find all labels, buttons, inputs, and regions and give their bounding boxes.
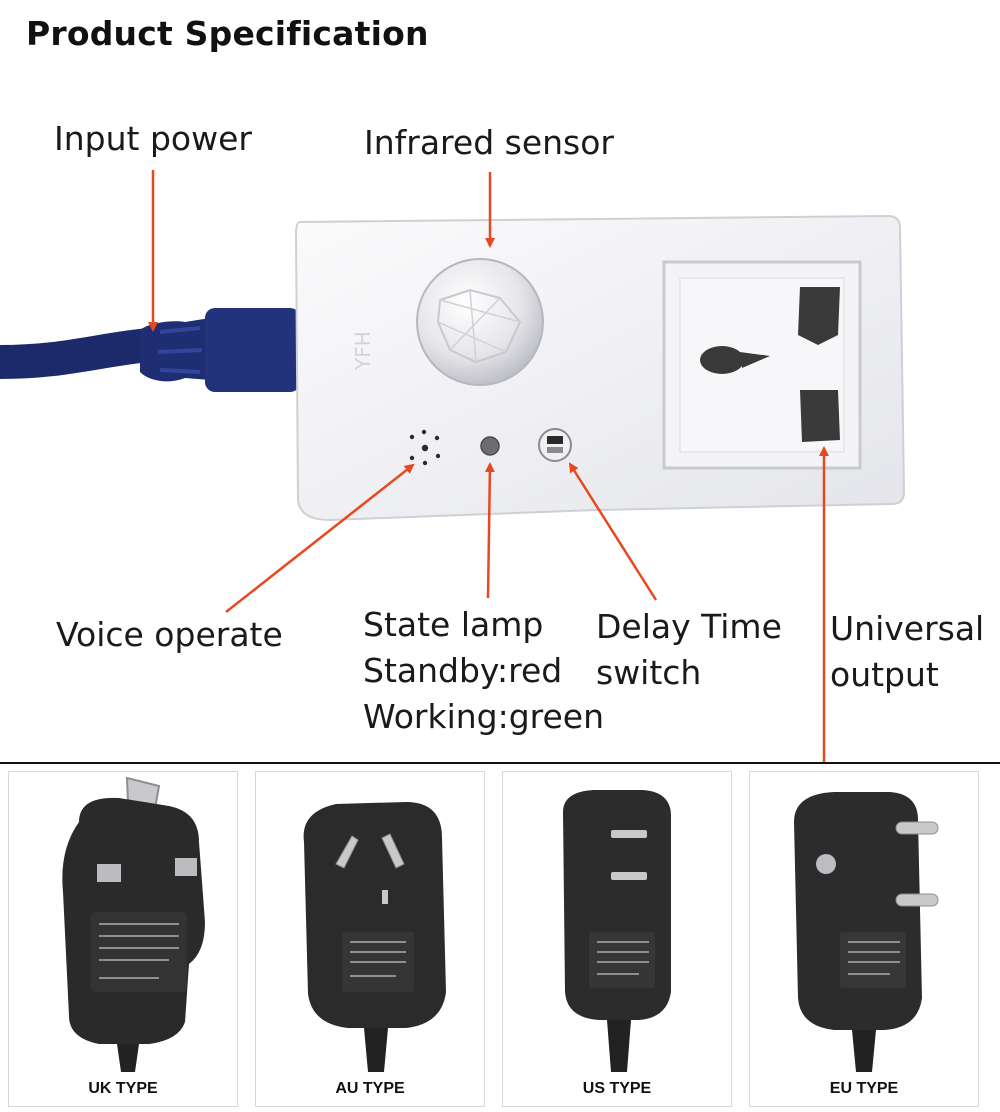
outlet-slot-top [798,287,840,345]
product-illustration: YFH [0,170,906,762]
power-cable [0,323,207,379]
adapter-tile-uk: UK TYPE [8,771,238,1107]
label-infrared-sensor: Infrared sensor [364,123,614,162]
delay-time-switch [538,428,572,462]
power-plug [140,308,300,392]
adapter-label-us: US TYPE [582,1080,652,1097]
adapter-tile-us: US TYPE [502,771,732,1107]
adapter-tile-au: AU TYPE [255,771,485,1107]
uk-adapter-image [62,776,206,1072]
infrared-sensor-dome [416,258,544,386]
socket-device: YFH [294,214,906,522]
au-adapter-image [303,802,446,1072]
adapter-label-au: AU TYPE [335,1080,405,1097]
adapter-tile-eu: EU TYPE [749,771,979,1107]
label-universal-output: Universal output [830,609,985,694]
section-divider [0,762,1000,764]
outlet-slot-left [700,346,770,374]
eu-adapter-image [794,792,939,1072]
label-input-power: Input power [54,119,252,158]
callout-arrows [148,170,829,762]
state-lamp-led [480,436,500,456]
us-adapter-image [563,790,671,1072]
arrow-delay-time [568,462,658,601]
adapter-label-eu: EU TYPE [829,1080,899,1097]
outlet-slot-bottom [800,390,840,442]
label-delay-time-switch: Delay Time switch [596,607,782,692]
adapter-label-uk: UK TYPE [88,1080,158,1097]
microphone-holes [409,429,441,466]
arrow-state-lamp [484,462,495,599]
label-voice-operate: Voice operate [56,615,283,654]
label-state-lamp: State lamp Standby:red Working:green [363,605,605,736]
page-title: Product Specification [26,14,429,53]
brand-mark: YFH [351,331,375,371]
arrow-voice-operate [225,463,415,613]
